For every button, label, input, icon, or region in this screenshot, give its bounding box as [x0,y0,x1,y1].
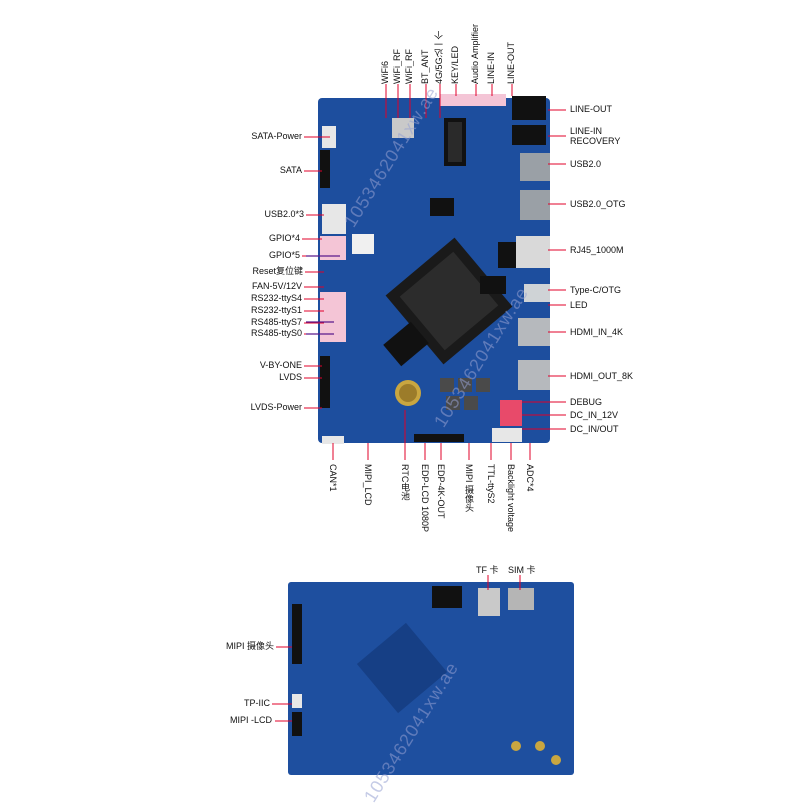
label-line-in: LINE-IN [570,126,603,136]
label-top-line-in: LINE-IN [486,51,496,84]
label-can: CAN*1 [328,464,338,492]
label-usb20: USB2.0 [570,159,602,169]
label-sata-power: SATA-Power [251,131,302,141]
label-top-line-out: LINE-OUT [506,41,516,84]
label-backlight: Backlight voltage [506,464,516,533]
label-bt-ant: BT_ANT [420,49,430,84]
pointer-lines [306,255,340,335]
label-bottom-mipi-lcd: MIPI -LCD [229,715,272,725]
label-ttl: TTL-ttyS2 [486,464,496,504]
label-sata: SATA [279,165,302,175]
label-key-led: KEY/LED [450,45,460,84]
bottom-board-components [292,586,561,765]
label-lvds-power: LVDS-Power [250,402,302,412]
label-reset: Reset复位键 [252,266,303,276]
label-dc-in: DC_IN_12V [570,410,619,420]
top-board-components [320,94,550,444]
label-rs485-s7: RS485-ttyS7 [250,317,302,327]
label-rs232-s4: RS232-ttyS4 [250,293,302,303]
label-edp-1080p: EDP-LCD 1080P [420,464,430,533]
label-tf: TF 卡 [476,565,499,575]
label-typec: Type-C/OTG [570,285,622,295]
label-tp-iic: TP-IIC [244,698,270,708]
label-mipi-cam: MIPI 摄像头 [464,464,474,513]
label-hdmi-in: HDMI_IN_4K [570,327,624,337]
label-wifi6: WiFi6 [380,61,390,84]
label-hdmi-out: HDMI_OUT_8K [570,371,634,381]
label-lvds: LVDS [279,372,302,382]
label-led: LED [570,300,588,310]
label-wifi-rf: WiFi_RF [392,49,402,84]
label-line-out: LINE-OUT [570,104,613,114]
label-rtc: RTC电池 [400,464,410,501]
label-adc: ADC*4 [525,464,535,492]
label-audio-amp: Audio Amplifier [470,23,480,84]
label-recovery: RECOVERY [570,136,621,146]
label-gpio5: GPIO*5 [268,250,300,260]
label-usb20x3: USB2.0*3 [264,209,304,219]
label-sim: SIM 卡 [508,565,536,575]
label-gpio4: GPIO*4 [268,233,300,243]
label-bottom-mipi-cam: MIPI 摄像头 [225,641,274,651]
label-mipi-lcd: MIPI_LCD [363,464,373,506]
label-usb20-otg: USB2.0_OTG [570,199,626,209]
label-debug: DEBUG [570,397,603,407]
bottom-leader-lines [272,575,521,722]
label-vbyone: V-BY-ONE [259,360,302,370]
label-fan: FAN-5V/12V [251,281,302,291]
label-4g5g: 4G/5G込一个 [434,30,444,84]
label-rj45: RJ45_1000M [570,245,624,255]
label-wifi-rf-2: WiFi_RF [404,49,414,84]
label-edp-4k: EDP-4K-OUT [436,464,446,519]
label-rs232-s1: RS232-ttyS1 [250,305,302,315]
label-dc-inout: DC_IN/OUT [570,424,619,434]
label-rs485-s0: RS485-ttyS0 [250,328,302,338]
